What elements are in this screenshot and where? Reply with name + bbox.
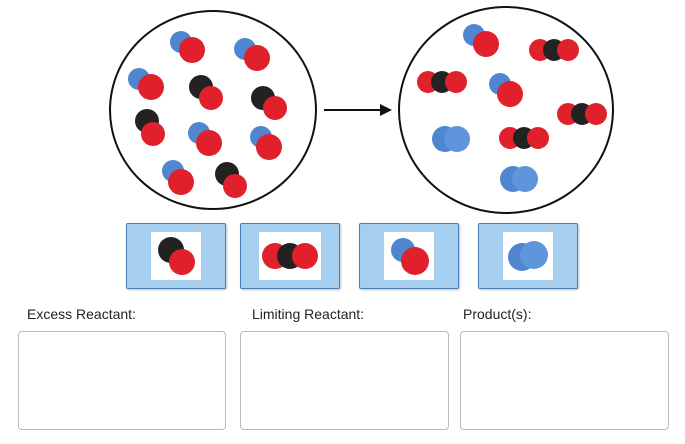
nitric-oxide-icon <box>170 31 205 63</box>
nitrogen-icon <box>500 166 538 192</box>
products-label: Product(s): <box>463 306 532 322</box>
nitric-oxide-icon <box>234 38 270 71</box>
carbon-monoxide-icon <box>215 162 247 198</box>
carbon-dioxide-icon <box>417 71 467 93</box>
tile-image <box>151 232 201 280</box>
nitric-oxide-icon <box>391 238 429 275</box>
carbon-monoxide-icon <box>135 109 165 146</box>
carbon-dioxide-icon <box>499 127 549 149</box>
carbon-monoxide-icon <box>158 237 195 275</box>
products-container <box>398 6 614 214</box>
reaction-arrow-icon <box>324 104 392 116</box>
carbon-monoxide-icon <box>189 75 223 110</box>
tile-nitric-oxide[interactable] <box>359 223 459 289</box>
limiting-reactant-dropzone[interactable] <box>240 331 449 430</box>
products-dropzone[interactable] <box>460 331 669 430</box>
nitric-oxide-icon <box>250 126 282 160</box>
tile-image <box>384 232 434 280</box>
nitric-oxide-icon <box>463 24 499 57</box>
excess-reactant-label: Excess Reactant: <box>27 306 136 322</box>
nitrogen-icon <box>432 126 470 152</box>
carbon-dioxide-icon <box>529 39 579 61</box>
tile-carbon-dioxide[interactable] <box>240 223 340 289</box>
carbon-monoxide-icon <box>251 86 287 120</box>
tile-image <box>259 232 321 280</box>
carbon-dioxide-icon <box>557 103 607 125</box>
tile-nitrogen[interactable] <box>478 223 578 289</box>
excess-reactant-dropzone[interactable] <box>18 331 226 430</box>
tile-image <box>503 232 553 280</box>
tile-carbon-monoxide[interactable] <box>126 223 226 289</box>
nitric-oxide-icon <box>188 122 222 156</box>
nitric-oxide-icon <box>128 68 164 100</box>
nitric-oxide-icon <box>489 73 523 107</box>
carbon-dioxide-icon <box>262 243 318 269</box>
reactants-container <box>109 10 317 210</box>
nitrogen-icon <box>508 241 548 271</box>
nitric-oxide-icon <box>162 160 194 195</box>
limiting-reactant-label: Limiting Reactant: <box>252 306 365 322</box>
